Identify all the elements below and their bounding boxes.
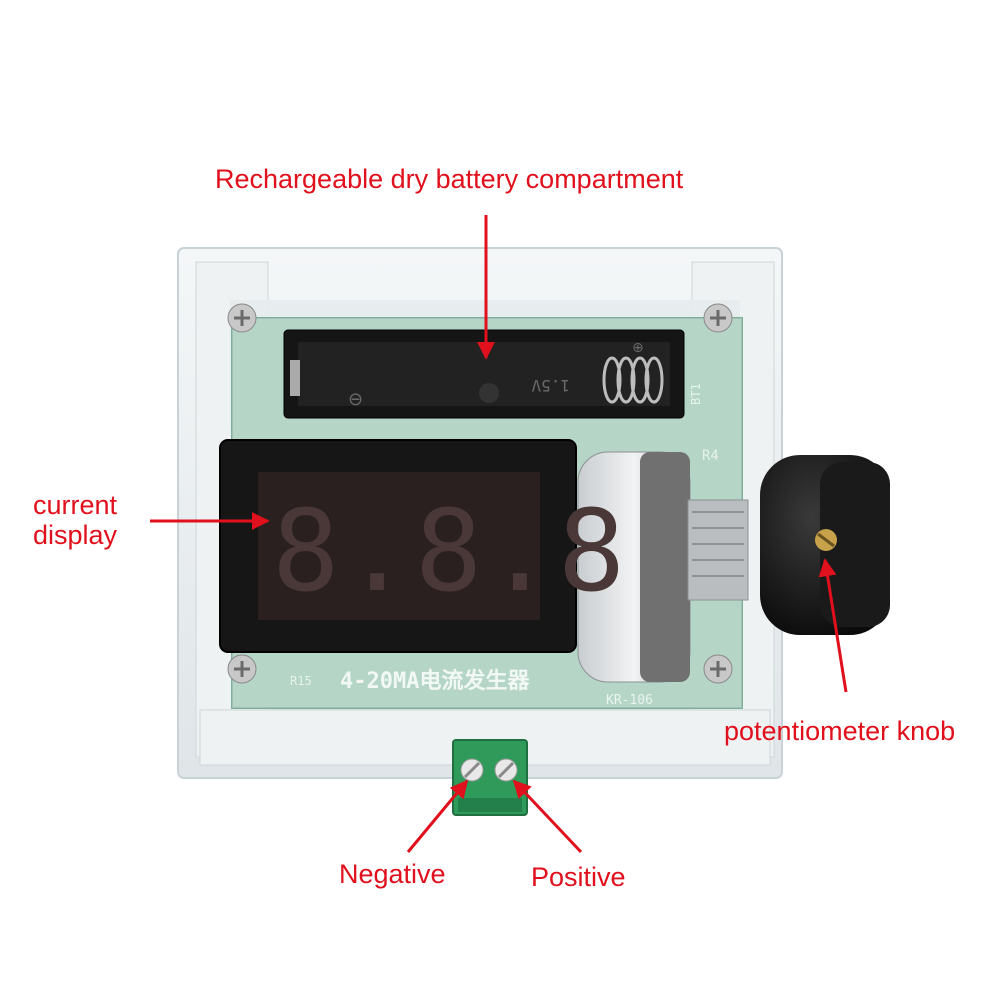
designator-r15: R15 <box>290 674 312 688</box>
battery-plus-mark: ⊕ <box>632 339 644 355</box>
display-readout: 8.8.8 <box>272 487 629 617</box>
knob-screw-icon <box>815 529 837 551</box>
label-battery-compartment: Rechargeable dry battery compartment <box>215 164 684 194</box>
screw-slots <box>234 310 726 677</box>
terminal-screw-icon <box>460 758 518 782</box>
label-positive: Positive <box>531 862 626 892</box>
potentiometer <box>577 451 749 683</box>
battery-minus-mark: ⊖ <box>348 389 363 409</box>
designator-r4: R4 <box>702 448 719 464</box>
label-negative: Negative <box>339 859 446 889</box>
label-potentiometer-knob: potentiometer knob <box>724 716 956 746</box>
label-current-display: current display <box>33 490 117 550</box>
label-display-line2: display <box>33 520 118 550</box>
designator-bt1: BT1 <box>689 383 703 405</box>
pcb-title: 4-20MA电流发生器 <box>340 668 530 694</box>
spring-icon <box>602 356 664 404</box>
model-number: KR-106 <box>606 693 653 708</box>
arrow-icon <box>150 215 848 854</box>
terminal-block[interactable] <box>452 739 528 816</box>
current-display: 8.8.8 <box>219 439 629 653</box>
battery-voltage-mark: 1.5V <box>531 376 570 395</box>
label-display-line1: current <box>33 490 118 520</box>
potentiometer-knob[interactable] <box>760 455 890 635</box>
battery-compartment: ⊖ 1.5V ⊕ <box>283 329 685 419</box>
